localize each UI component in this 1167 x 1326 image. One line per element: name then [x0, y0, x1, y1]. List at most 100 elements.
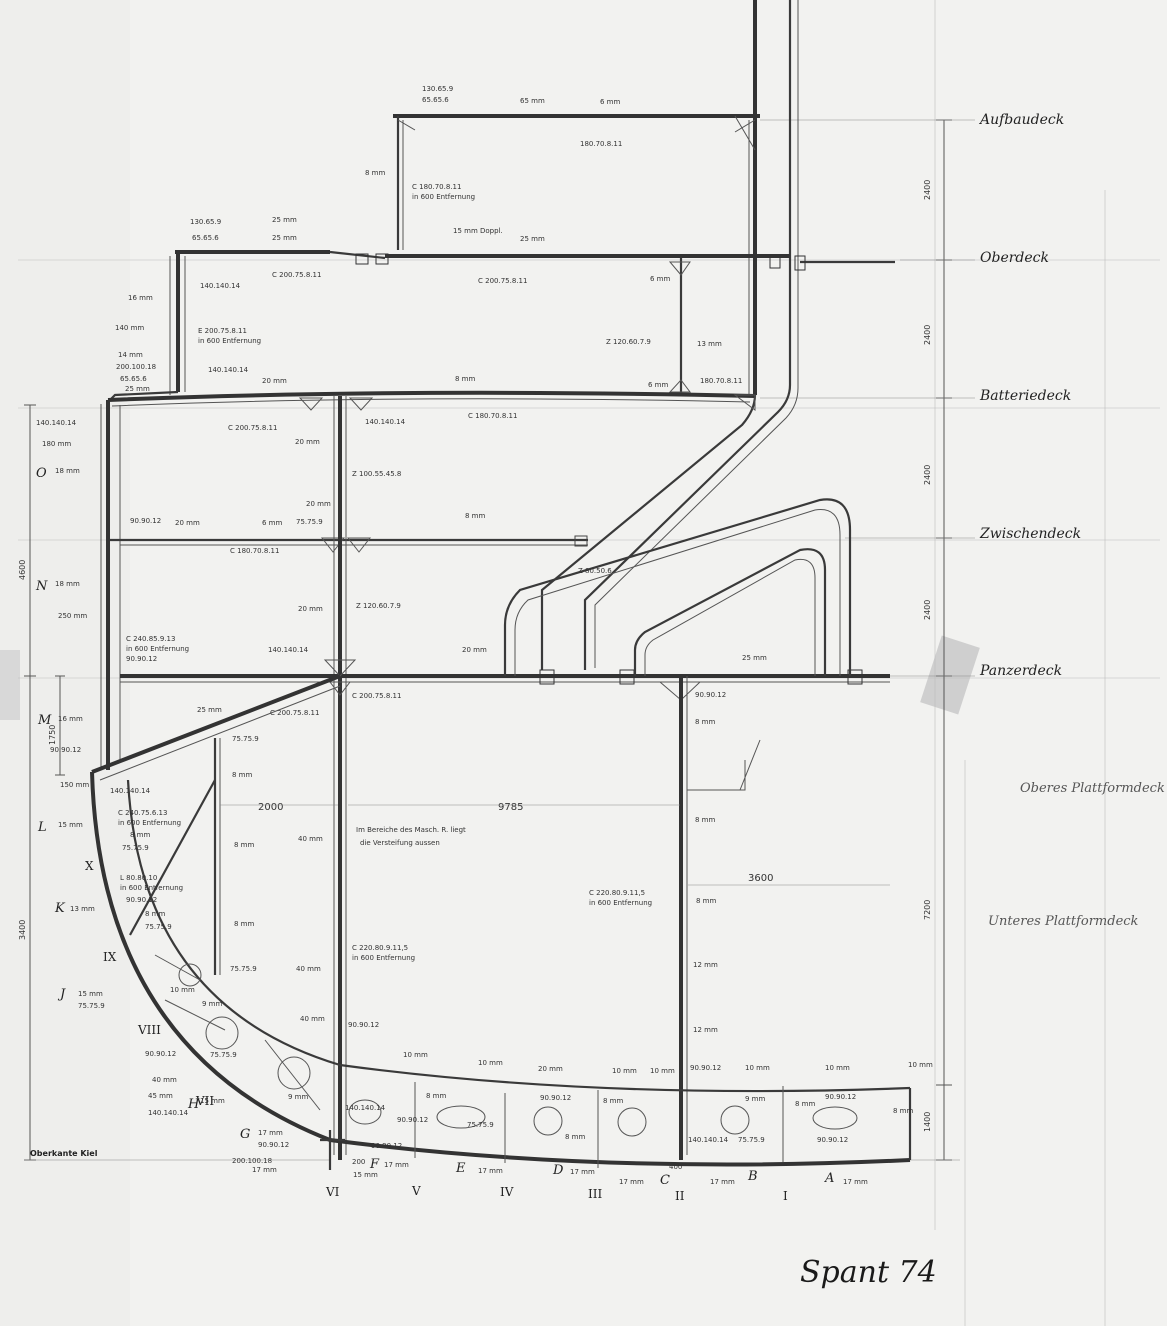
note-p75f: 75.75.9	[78, 1002, 105, 1010]
strake-b: B	[747, 1169, 758, 1184]
note-mm6d: 6 mm	[262, 519, 282, 527]
roman-9: IX	[103, 950, 117, 964]
main-side-shell	[100, 400, 121, 770]
note-mm17d: 17 mm	[478, 1167, 503, 1175]
note-l180b: in 600 Entfernung	[412, 193, 475, 201]
note-p200b: 200.100.18	[232, 1157, 272, 1165]
note-p140g: 140.140.14	[148, 1109, 189, 1117]
dim-2400-c: 2400	[923, 465, 932, 485]
strake-j: J	[57, 987, 66, 1002]
note-p90c: 90.90.12	[50, 746, 81, 754]
note-mm20g: 20 mm	[538, 1065, 563, 1073]
deck-label-panzerdeck: Panzerdeck	[979, 663, 1062, 679]
roman-1: I	[783, 1189, 788, 1203]
dim-3400: 3400	[18, 920, 27, 940]
note-mm17g: 17 mm	[710, 1178, 735, 1186]
note-e200a: E 200.75.8.11	[198, 327, 247, 335]
dim-40mm: 40 mm	[298, 835, 323, 843]
note-mm10h: 10 mm	[908, 1061, 933, 1069]
note-mm25f: 25 mm	[197, 706, 222, 714]
left-dimension-chain	[24, 404, 330, 1161]
hull-bottom	[90, 738, 912, 1170]
note-mm25d: 25 mm	[125, 385, 150, 393]
note-mm15b: 15 mm	[78, 990, 103, 998]
note-mm10d: 10 mm	[612, 1067, 637, 1075]
deck-label-unteres-plattformdeck: Unteres Plattformdeck	[988, 914, 1139, 929]
note-doppl: 15 mm Doppl.	[453, 227, 503, 235]
note-p140i: 140.140.14	[688, 1136, 729, 1144]
note-p200: 200.100.18	[116, 363, 156, 371]
note-mm9b: 9 mm	[288, 1093, 308, 1101]
roman-5: V	[411, 1184, 421, 1198]
note-mm8g: 8 mm	[234, 841, 254, 849]
note-p140a: 140.140.14	[200, 282, 241, 290]
note-bereich1: Im Bereiche des Masch. R. liegt	[356, 826, 466, 834]
note-mm8b: 8 mm	[455, 375, 475, 383]
note-mm8c: 8 mm	[465, 512, 485, 520]
strake-l: L	[37, 820, 47, 835]
note-p75i: 75.75.9	[738, 1136, 765, 1144]
dim-1400: 1400	[923, 1112, 932, 1132]
note-mm65: 65 mm	[520, 97, 545, 105]
lightening-holes	[178, 963, 858, 1137]
note-p90m: 90.90.12	[258, 1141, 289, 1149]
note-p140d: 140.140.14	[365, 418, 406, 426]
note-l80b: in 600 Entfernung	[120, 884, 183, 892]
note-mm25a: 25 mm	[520, 235, 545, 243]
deck-label-oberdeck: Oberdeck	[980, 250, 1049, 266]
note-p75c: 75.75.9	[122, 844, 149, 852]
note-mm14: 14 mm	[118, 351, 143, 359]
note-mm25e: 25 mm	[742, 654, 767, 662]
strake-e: E	[455, 1161, 466, 1176]
note-mm40d: 40 mm	[152, 1076, 177, 1084]
strake-m: M	[37, 713, 52, 728]
batteriedeck	[107, 390, 756, 411]
roman-4: IV	[500, 1185, 514, 1199]
note-c240a: C 240.85.9.13	[126, 635, 175, 643]
note-p130b: 130.65.9	[190, 218, 221, 226]
note-p140h: 140.140.14	[345, 1104, 386, 1112]
note-p140f: 140.140.14	[110, 787, 151, 795]
roman-10: X	[85, 859, 94, 873]
note-p90b: 90.90.12	[126, 655, 157, 663]
note-l200a: C 200.75.8.11	[272, 271, 321, 279]
note-mm10g: 10 mm	[825, 1064, 850, 1072]
note-mm15: 15 mm	[58, 821, 83, 829]
note-mm12b: 12 mm	[693, 1026, 718, 1034]
note-p90e: 90.90.12	[126, 896, 157, 904]
note-c240c: C 240.75.6.13	[118, 809, 167, 817]
deck-labels: Aufbaudeck Oberdeck Batteriedeck Zwische…	[978, 112, 1165, 929]
note-mm40b: 40 mm	[296, 965, 321, 973]
note-p65: 65.65.6	[422, 96, 449, 104]
strake-letters: O N M L K J H G F E D C B A	[35, 466, 834, 1188]
keel-label: Oberkante Kiel	[30, 1149, 98, 1158]
note-mm17f: 17 mm	[619, 1178, 644, 1186]
note-p90k: 90.90.12	[397, 1116, 428, 1124]
note-mm20e: 20 mm	[298, 605, 323, 613]
upper-notes: 130.65.9 65.65.6 65 mm 6 mm 180.70.8.11 …	[115, 85, 742, 393]
note-mm8o: 8 mm	[893, 1107, 913, 1115]
note-mm17a: 17 mm	[258, 1129, 283, 1137]
dim-2400-d: 2400	[923, 600, 932, 620]
strake-h: H	[187, 1097, 200, 1112]
strake-o: O	[36, 466, 47, 481]
note-mm9c: 9 mm	[745, 1095, 765, 1103]
note-p90g: 90.90.12	[145, 1050, 176, 1058]
note-p90j: 90.90.12	[825, 1093, 856, 1101]
note-p65b: 65.65.6	[192, 234, 219, 242]
note-mm250: 250 mm	[58, 612, 87, 620]
note-z120: Z 120.60.7.9	[606, 338, 651, 346]
dim-9785: 9785	[498, 802, 523, 813]
main-dimensions: 2400 2400 2400 2400 7200 1400 4600 3400 …	[18, 180, 932, 1132]
dim-2400-b: 2400	[923, 325, 932, 345]
note-z120b: Z 120.60.7.9	[356, 602, 401, 610]
note-mm12a: 12 mm	[693, 961, 718, 969]
note-p130: 130.65.9	[422, 85, 453, 93]
note-l200b: C 200.75.8.11	[478, 277, 527, 285]
note-p140c: 140.140.14	[36, 419, 77, 427]
note-c200n: C 200.75.8.11	[270, 709, 319, 717]
note-mm10e: 10 mm	[650, 1067, 675, 1075]
note-mm180: 180 mm	[42, 440, 71, 448]
roman-2: II	[675, 1189, 685, 1203]
